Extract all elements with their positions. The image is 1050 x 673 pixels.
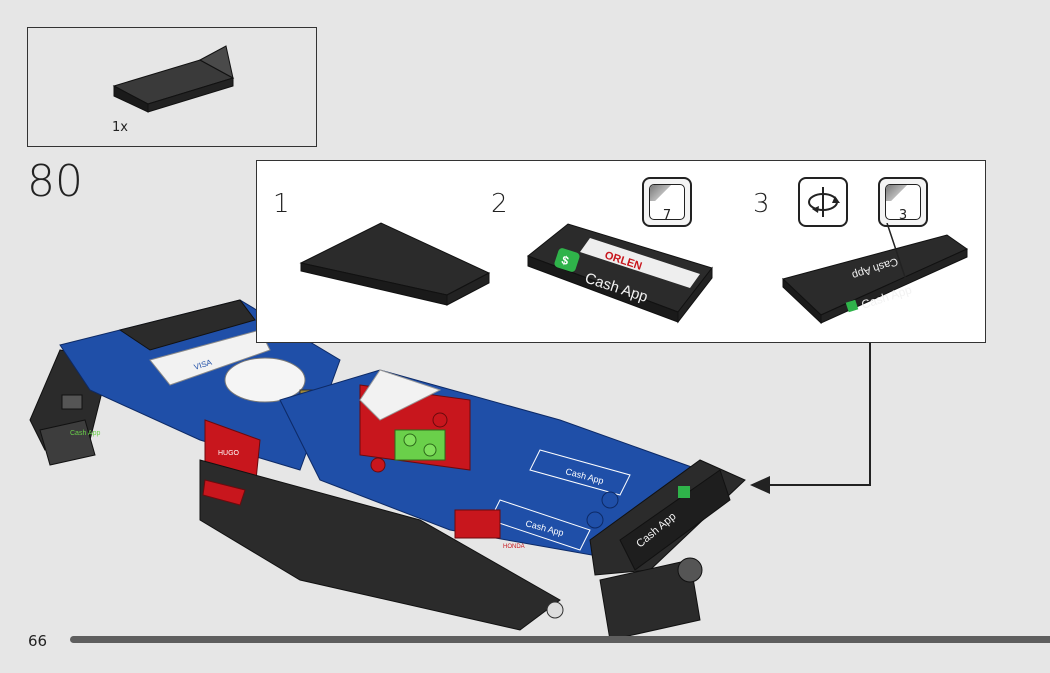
rotate-arrows-icon xyxy=(808,187,840,217)
placement-arrow xyxy=(750,343,871,494)
substep-2-number: 2 xyxy=(491,189,508,219)
substep-2-sticker-number: 7 xyxy=(662,208,672,223)
page-progress-bar xyxy=(70,636,1050,643)
substep-callout: 1 2 7 $ ORLEN Cash App 3 3 xyxy=(256,160,986,343)
part-quantity: 1x xyxy=(112,120,128,135)
parts-callout: 1x xyxy=(27,27,317,147)
substep-3-number: 3 xyxy=(753,189,770,219)
hugo-sticker-text: HUGO xyxy=(218,450,240,457)
page-number: 66 xyxy=(28,632,48,650)
substep-1-number: 1 xyxy=(273,189,290,219)
substep-3-sticker-number: 3 xyxy=(898,208,908,223)
substep-2-sticker-ref: 7 xyxy=(642,177,692,227)
slope-brick-part-image xyxy=(112,45,235,113)
rotate-model-icon xyxy=(798,177,848,227)
substep-3-sticker-ref: 3 xyxy=(878,177,928,227)
rear-wing-sticker-text: Cash App xyxy=(70,430,100,437)
substep-3-stickered-brick: Cash App Cash App xyxy=(782,223,969,325)
step-number: 80 xyxy=(27,156,83,207)
sticker-icon xyxy=(886,185,908,201)
substep-1-slope-brick xyxy=(299,222,491,306)
substep-2-stickered-brick: $ ORLEN Cash App xyxy=(526,223,713,324)
honda-sticker-text: HONDA xyxy=(503,544,525,550)
sticker-icon xyxy=(650,185,672,201)
cashapp-symbol: $ xyxy=(560,253,571,268)
